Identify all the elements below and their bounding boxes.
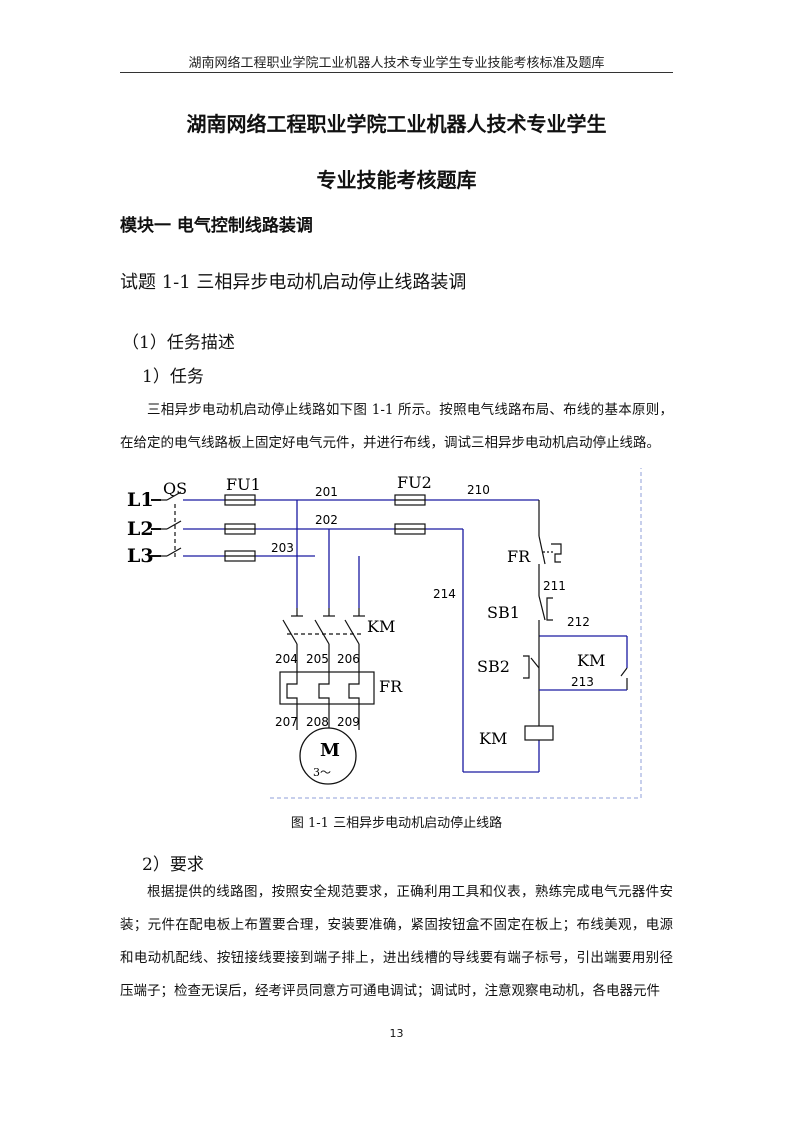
wire-206: 206 (337, 652, 360, 666)
km-aux-label: KM (577, 651, 605, 670)
wire-214: 214 (433, 587, 456, 601)
diagram-border (270, 468, 642, 799)
section-task-description: （1）任务描述 (122, 333, 235, 353)
km-coil-label: KM (479, 729, 507, 748)
motor-sublabel: 3～ (313, 766, 331, 779)
task-paragraph: 三相异步电动机启动停止线路如下图 1-1 所示。按照电气线路布局、布线的基本原则… (120, 402, 673, 451)
wire-202: 202 (315, 513, 338, 527)
wire-204: 204 (275, 652, 298, 666)
qs-label: QS (163, 479, 187, 498)
wire-211: 211 (543, 579, 566, 593)
page-number: 13 (389, 1027, 404, 1040)
control-circuit (523, 500, 628, 741)
wire-208: 208 (306, 715, 329, 729)
exam-title: 试题 1-1 三相异步电动机启动停止线路装调 (120, 272, 467, 293)
sb2-label: SB2 (477, 657, 510, 676)
wire-207: 207 (275, 715, 298, 729)
sb1-label: SB1 (487, 603, 520, 622)
motor-symbol (299, 727, 357, 785)
wire-209: 209 (337, 715, 360, 729)
module-heading: 模块一 电气控制线路装调 (120, 216, 313, 236)
km-main-label: KM (367, 617, 395, 636)
requirements-paragraph: 根据提供的线路图，按照安全规范要求，正确利用工具和仪表，熟练完成电气元器件安装；… (120, 884, 673, 999)
fu1-fuses (224, 494, 256, 562)
wire-203: 203 (271, 541, 294, 555)
fr-ctrl-label: FR (507, 547, 531, 566)
circuit-diagram: L1 L2 L3 QS FU1 FU2 201 (127, 468, 642, 799)
motor-label: M (320, 740, 340, 761)
phase-label-l1: L1 (127, 489, 154, 511)
header-rule (120, 72, 673, 73)
wire-213: 213 (571, 675, 594, 689)
figure-caption: 图 1-1 三相异步电动机启动停止线路 (290, 816, 503, 831)
fu2-fuses (394, 494, 426, 535)
fr-thermal-relay (279, 671, 375, 730)
km-main-contacts (282, 608, 365, 678)
phase-label-l2: L2 (127, 518, 154, 540)
phase-label-l3: L3 (127, 545, 154, 567)
page-header: 湖南网络工程职业学院工业机器人技术专业学生专业技能考核标准及题库 (188, 56, 605, 71)
fr-main-label: FR (379, 677, 403, 696)
document-title-line2: 专业技能考核题库 (316, 168, 477, 192)
fu1-label: FU1 (226, 475, 261, 494)
power-wires (183, 499, 628, 773)
wire-201: 201 (315, 485, 338, 499)
subsection-task: 1）任务 (142, 367, 204, 387)
wire-205: 205 (306, 652, 329, 666)
wire-210: 210 (467, 483, 490, 497)
wire-212: 212 (567, 615, 590, 629)
document-title-line1: 湖南网络工程职业学院工业机器人技术专业学生 (186, 112, 607, 136)
qs-switch (161, 491, 182, 558)
subsection-requirements: 2）要求 (142, 855, 204, 875)
fu2-label: FU2 (397, 473, 432, 492)
